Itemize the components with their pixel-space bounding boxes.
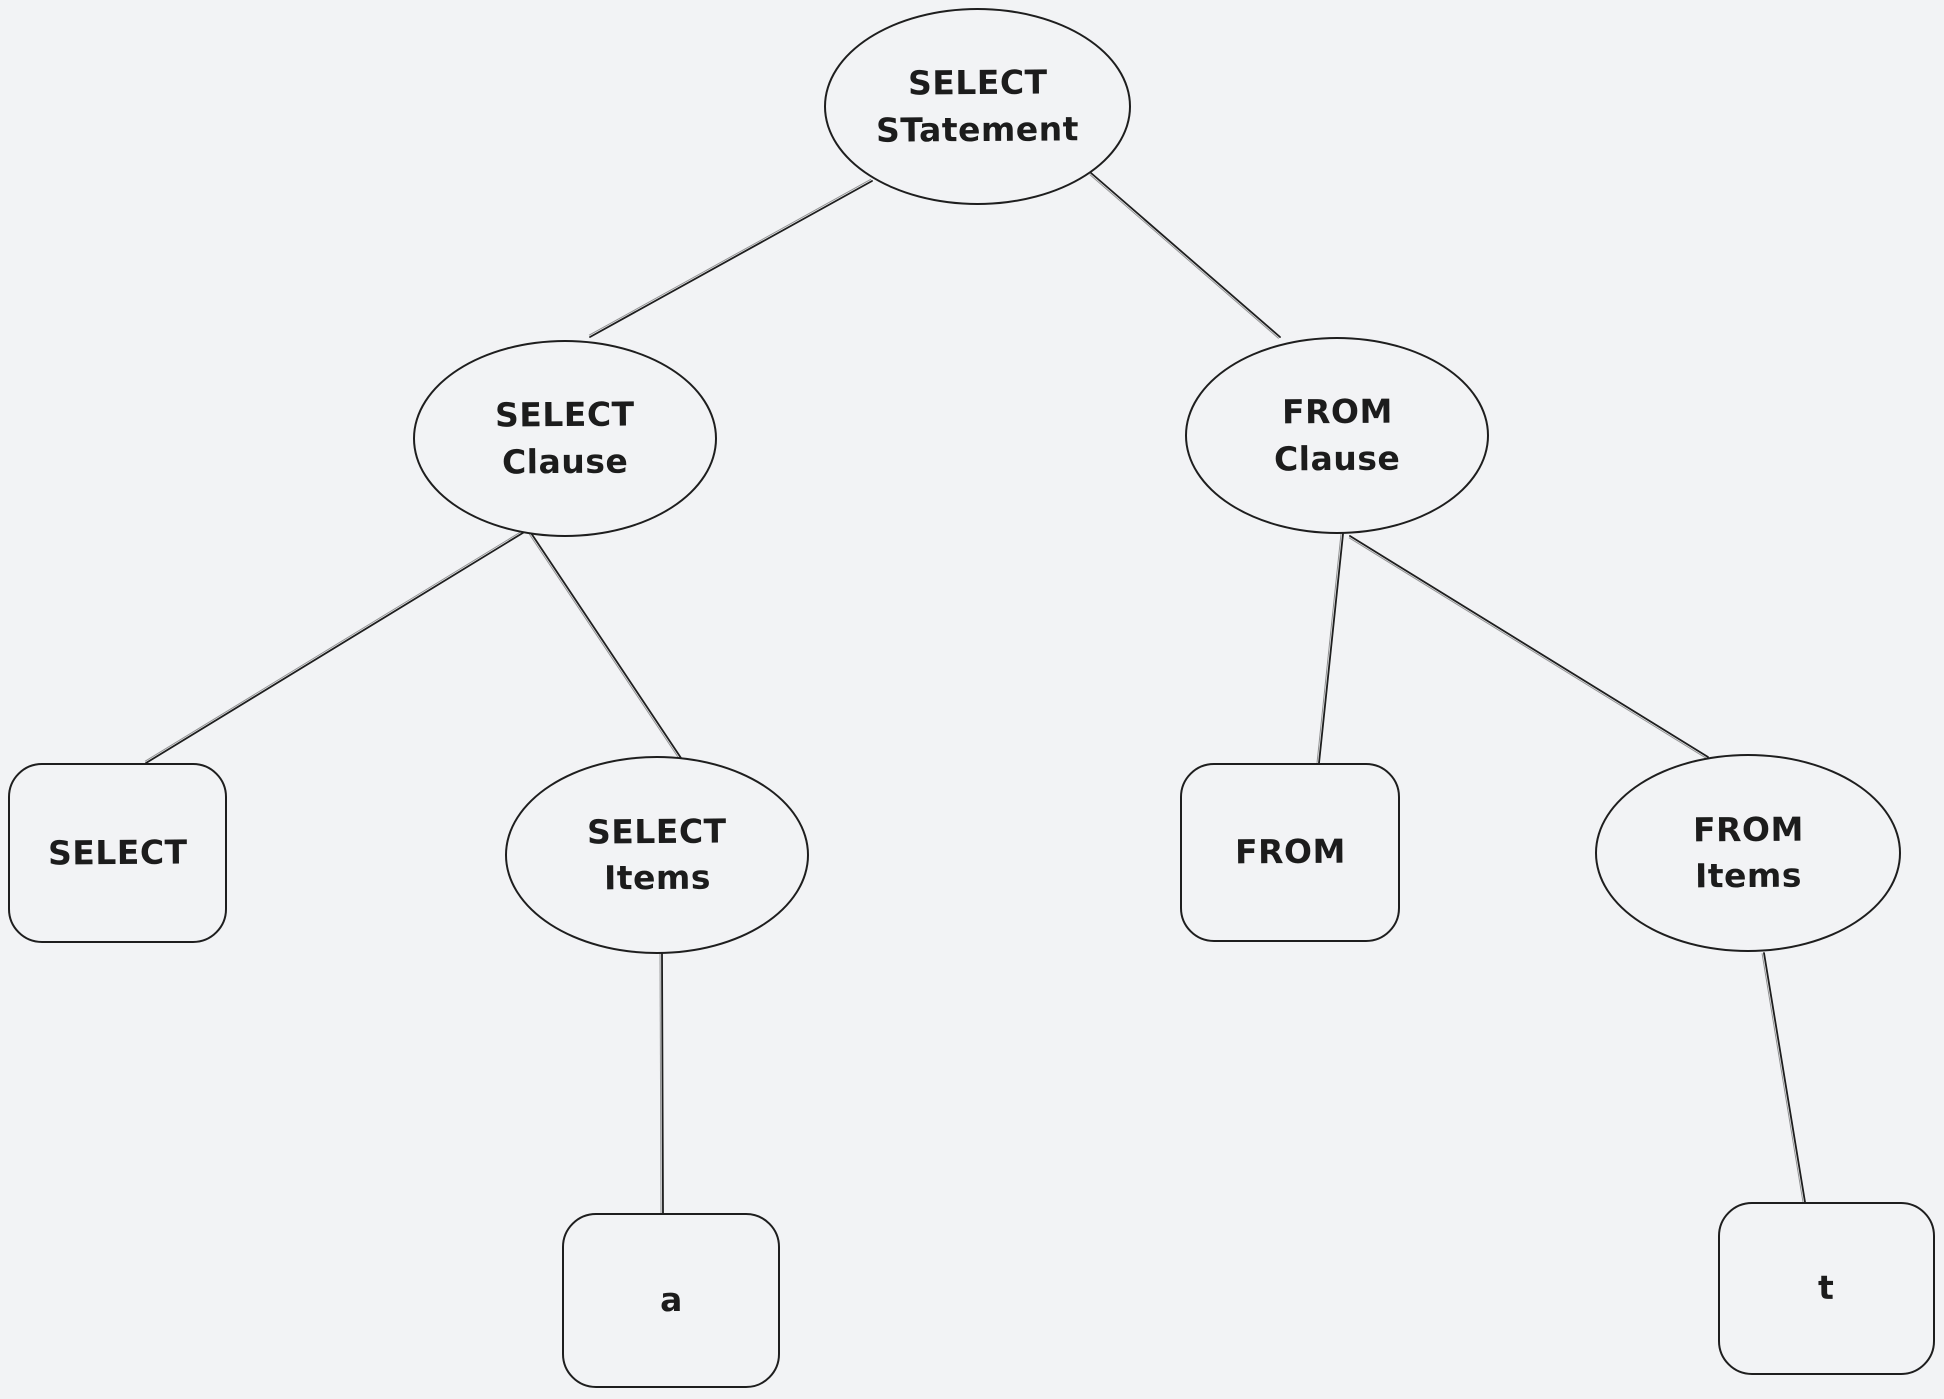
edge-select-clause-to-select-items[interactable]	[530, 532, 682, 759]
node-label: FROM	[1234, 832, 1346, 872]
edge-from-clause-to-from-keyword[interactable]	[1318, 533, 1344, 764]
node-select-keyword[interactable]: SELECT	[8, 763, 227, 943]
edge-sketch-stroke	[1761, 953, 1804, 1203]
node-label: SELECT	[587, 811, 727, 852]
edge-sketch-stroke	[588, 178, 872, 336]
node-label: Clause	[1273, 438, 1401, 478]
node-from-keyword[interactable]: FROM	[1180, 763, 1400, 942]
node-label: FROM	[1692, 809, 1804, 850]
node-label: SELECT	[47, 832, 188, 873]
edge-sketch-stroke	[1316, 533, 1342, 763]
edge-sketch-stroke	[528, 533, 680, 760]
node-label: Items	[1694, 855, 1802, 896]
node-label: t	[1818, 1268, 1835, 1308]
node-label: Items	[603, 857, 711, 898]
edge-select-clause-to-select-keyword[interactable]	[145, 530, 527, 764]
edge-from-items-to-item-t[interactable]	[1763, 952, 1806, 1203]
node-label: STatement	[875, 108, 1080, 150]
edge-select-statement-to-from-clause[interactable]	[1090, 172, 1281, 338]
edge-sketch-stroke	[1089, 174, 1280, 339]
edge-sketch-stroke	[1348, 537, 1708, 760]
edge-select-statement-to-select-clause[interactable]	[589, 180, 873, 338]
edge-sketch-stroke	[144, 528, 526, 762]
node-select-items[interactable]: SELECT Items	[505, 756, 809, 954]
node-from-clause[interactable]: FROM Clause	[1185, 337, 1489, 534]
node-label: SELECT	[907, 62, 1048, 103]
node-label: SELECT	[495, 394, 635, 435]
node-from-items[interactable]: FROM Items	[1595, 754, 1901, 952]
edge-from-clause-to-from-items[interactable]	[1349, 535, 1709, 758]
edge-select-items-to-item-a[interactable]	[661, 951, 664, 1214]
node-label: FROM	[1281, 391, 1393, 432]
node-label: a	[659, 1280, 683, 1320]
node-select-clause[interactable]: SELECT Clause	[413, 340, 717, 537]
node-label: Clause	[501, 441, 629, 481]
node-select-statement[interactable]: SELECT STatement	[824, 8, 1131, 205]
node-item-t[interactable]: t	[1718, 1202, 1935, 1375]
node-item-a[interactable]: a	[562, 1213, 780, 1388]
edge-sketch-stroke	[659, 952, 662, 1214]
